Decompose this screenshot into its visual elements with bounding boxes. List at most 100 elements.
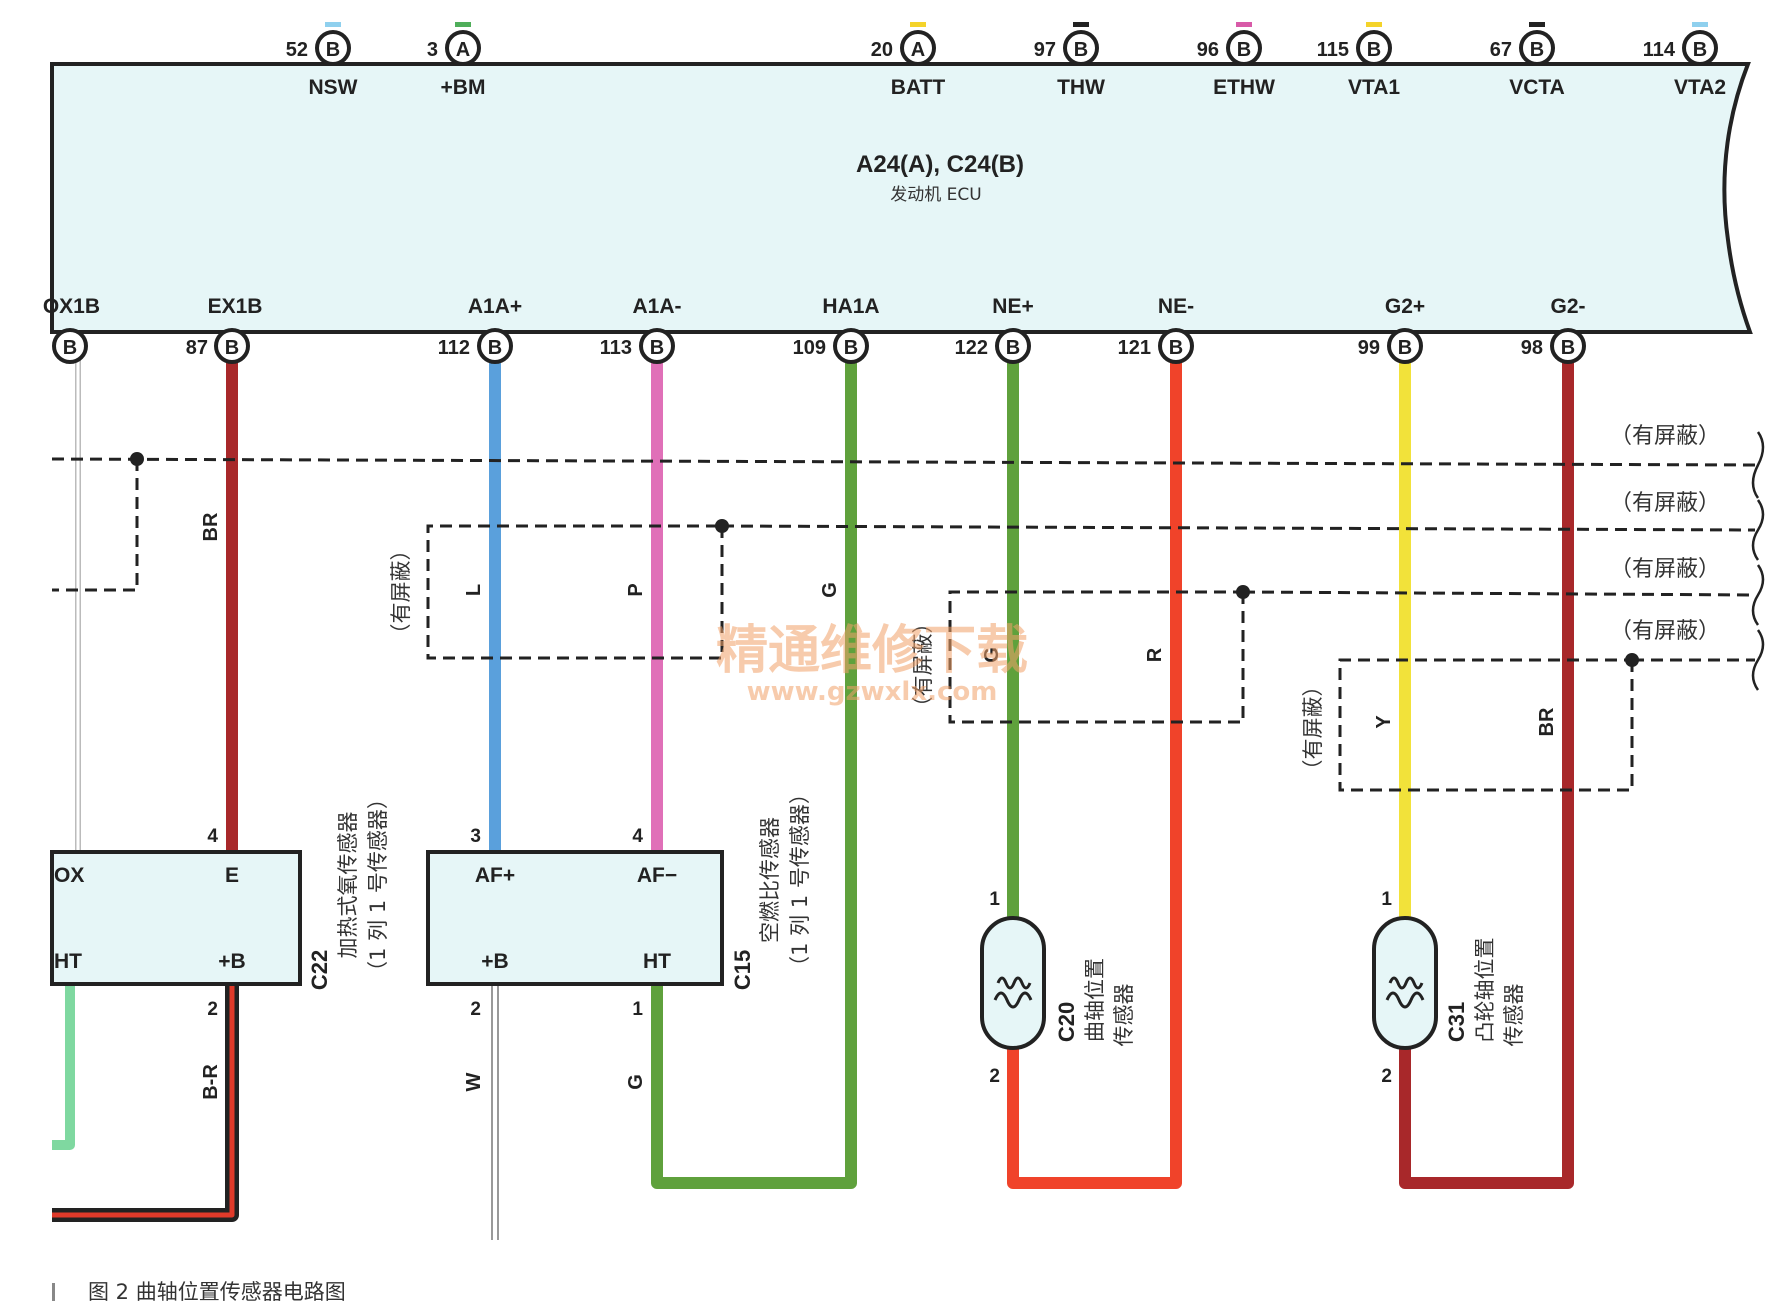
svg-text:52: 52	[286, 39, 308, 61]
shield-lines	[51, 457, 1756, 792]
svg-text:HA1A: HA1A	[822, 295, 879, 318]
watermark-text: 精通维修下载	[716, 621, 1028, 681]
svg-text:98: 98	[1521, 337, 1543, 359]
shield-vertical-label-3: （有屏蔽）	[1301, 676, 1325, 781]
svg-text:B: B	[1074, 39, 1088, 61]
c22-sensor: OX E HT +B 4 2 C22 加热式氧传感器 （1 列 1 号传感器）	[50, 788, 390, 1020]
c15-id: C15	[730, 950, 755, 990]
c20-id: C20	[1054, 1002, 1079, 1042]
svg-text:67: 67	[1490, 39, 1512, 61]
wire-code-ex1b: BR	[200, 512, 222, 541]
svg-text:114: 114	[1643, 39, 1676, 61]
c31-num-top: 1	[1381, 889, 1392, 910]
shield-nodes	[130, 452, 1639, 667]
c22-pin-b: +B	[218, 950, 245, 973]
bottom-pin-ne-minus: NE- B 121	[1118, 295, 1194, 364]
c22-num-b: 2	[207, 999, 218, 1020]
svg-text:87: 87	[186, 337, 208, 359]
top-pin-batt: A 20 BATT	[871, 22, 946, 99]
svg-text:97: 97	[1034, 39, 1056, 61]
wires	[52, 350, 1574, 1240]
wire-code-a1a-plus: L	[463, 584, 485, 596]
svg-text:20: 20	[871, 39, 893, 61]
c22-num-e: 4	[207, 826, 218, 847]
continuation-braces	[1751, 431, 1765, 691]
svg-text:VTA2: VTA2	[1674, 76, 1726, 99]
wire-code-ha1a: G	[819, 582, 841, 598]
c22-pin-ht: HT	[54, 950, 82, 973]
svg-text:96: 96	[1197, 39, 1219, 61]
coil-icon	[993, 991, 1033, 1009]
svg-text:B: B	[63, 337, 77, 359]
svg-text:OX1B: OX1B	[43, 295, 100, 318]
wire-ha1a	[651, 350, 857, 1189]
wire-code-c15-ht: G	[625, 1074, 647, 1090]
shield-label-4: （有屏蔽）	[1610, 619, 1720, 644]
svg-text:A1A+: A1A+	[468, 295, 522, 318]
c15-pin-b: +B	[481, 950, 508, 973]
svg-text:B: B	[650, 337, 664, 359]
bottom-pin-ox1b: OX1B B	[43, 295, 100, 364]
bottom-pin-ex1b: EX1B B 87	[186, 295, 262, 364]
c31-sensor: 1 2 C31 凸轮轴位置 传感器	[1372, 889, 1526, 1087]
top-pin-ethw: B 96 ETHW	[1197, 22, 1275, 99]
c15-pin-afp: AF+	[475, 864, 515, 887]
shield-line-3	[1242, 590, 1756, 597]
shield-vertical-label-1: （有屏蔽）	[389, 540, 413, 645]
shield-label-2: （有屏蔽）	[1610, 491, 1720, 516]
c15-sensor: AF+ AF− +B HT 3 4 2 1 C15 空燃比传感器 （1 列 1 …	[426, 783, 812, 1020]
c31-name-1: 凸轮轴位置	[1473, 938, 1497, 1043]
c15-box	[426, 850, 724, 986]
shield-label-1: （有屏蔽）	[1610, 424, 1720, 449]
c22-pin-ox: OX	[54, 864, 84, 887]
c22-id: C22	[307, 950, 332, 990]
svg-text:B: B	[844, 337, 858, 359]
svg-text:VTA1: VTA1	[1348, 76, 1400, 99]
bottom-pin-a1a-minus: A1A- B 113	[600, 295, 682, 364]
figure-caption: 图 2 曲轴位置传感器电路图	[88, 1280, 346, 1304]
caption-marker	[52, 1283, 55, 1301]
shield-line-1	[51, 457, 1756, 467]
watermark: 精通维修下载 www.gzwxlx.com	[716, 621, 1028, 707]
c22-pin-e: E	[225, 864, 239, 887]
svg-text:NE+: NE+	[992, 295, 1033, 318]
ecu-box	[50, 62, 1753, 334]
svg-text:115: 115	[1317, 39, 1349, 61]
c15-name-2: （1 列 1 号传感器）	[788, 783, 812, 977]
top-pin-vta1: B 115 VTA1	[1317, 22, 1400, 99]
svg-text:BATT: BATT	[891, 76, 946, 99]
wire-code-g2-minus: BR	[1536, 707, 1558, 736]
wire-code-c15-b: W	[463, 1072, 485, 1091]
c31-num-bottom: 2	[1381, 1066, 1392, 1087]
c15-pin-afm: AF−	[637, 864, 677, 887]
c15-num-b: 2	[470, 999, 481, 1020]
svg-text:B: B	[1530, 39, 1544, 61]
svg-text:3: 3	[427, 39, 438, 61]
svg-text:B: B	[1237, 39, 1251, 61]
svg-text:G2+: G2+	[1385, 295, 1425, 318]
c15-num-afp: 3	[470, 826, 481, 847]
ecu-title: A24(A), C24(B)	[856, 151, 1024, 178]
c22-name-1: 加热式氧传感器	[336, 812, 360, 959]
svg-text:A: A	[911, 39, 925, 61]
wire-g2-minus	[1399, 350, 1574, 1189]
c15-pin-ht: HT	[643, 950, 671, 973]
wire-code-ne-minus: R	[1144, 647, 1166, 662]
svg-text:B: B	[488, 337, 502, 359]
ecu-top-pins: B 52 NSW A 3 +BM A 20 BATT B 97 THW	[286, 22, 1726, 99]
shield-label-3: （有屏蔽）	[1610, 557, 1720, 582]
wire-code-ne-plus: G	[981, 647, 1003, 663]
svg-text:B: B	[1398, 337, 1412, 359]
c15-num-afm: 4	[632, 826, 643, 847]
svg-text:99: 99	[1358, 337, 1380, 359]
c31-name-2: 传感器	[1502, 984, 1526, 1047]
svg-text:NE-: NE-	[1158, 295, 1194, 318]
shield-line-2	[721, 524, 1756, 532]
top-pin-bm: A 3 +BM	[427, 22, 485, 99]
c22-box	[50, 850, 302, 986]
wire-ne-minus	[1007, 350, 1182, 1189]
top-pin-vta2: B 114 VTA2	[1643, 22, 1726, 99]
svg-text:122: 122	[955, 337, 988, 359]
svg-text:109: 109	[793, 337, 826, 359]
bottom-pin-ne-plus: NE+ B 122	[955, 295, 1034, 364]
